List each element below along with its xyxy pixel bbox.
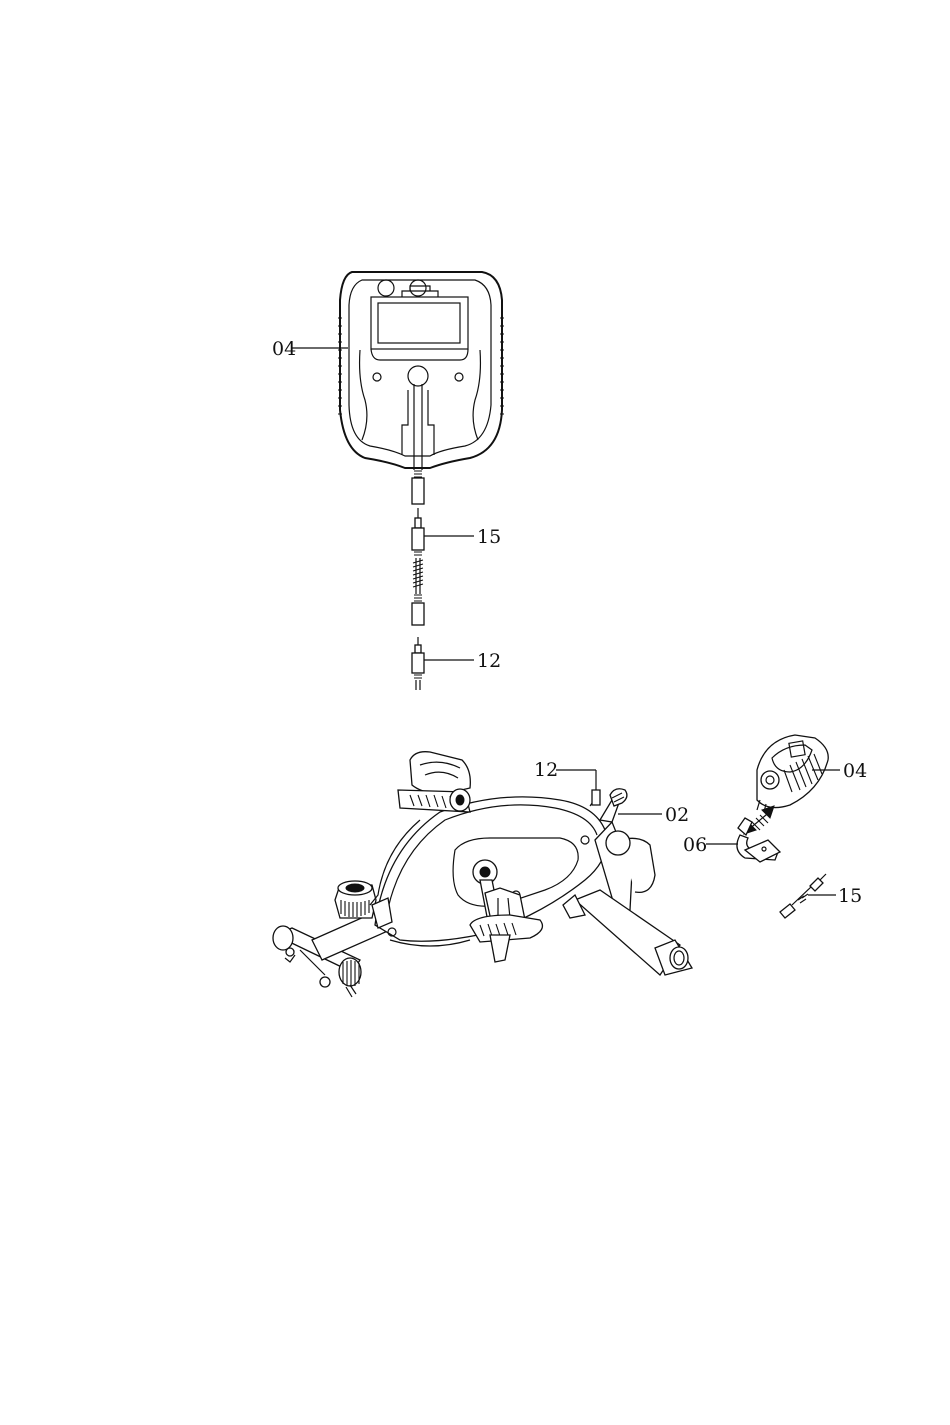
label-bracket-post: 02 (665, 804, 689, 826)
extension-cable-top (412, 508, 424, 625)
label-extension-cable-bike: 15 (838, 885, 862, 907)
pedal-exerciser (273, 752, 692, 997)
label-extension-cable-top: 15 (477, 526, 501, 548)
extension-cable-bike (780, 874, 826, 918)
label-sensor-cable-bike: 12 (534, 759, 558, 781)
label-console-top: 04 (272, 338, 296, 360)
sensor-cable-bike (590, 770, 600, 806)
console-cable-jack (412, 468, 424, 504)
console-bracket (737, 818, 780, 862)
console-rear-view (338, 272, 504, 470)
console-bracket-post (600, 789, 627, 822)
label-sensor-cable-top: 12 (477, 650, 501, 672)
label-console-bracket: 06 (683, 834, 707, 856)
sensor-cable-top (412, 637, 424, 690)
console-unit-bike (757, 735, 828, 812)
label-console-bike: 04 (843, 760, 867, 782)
